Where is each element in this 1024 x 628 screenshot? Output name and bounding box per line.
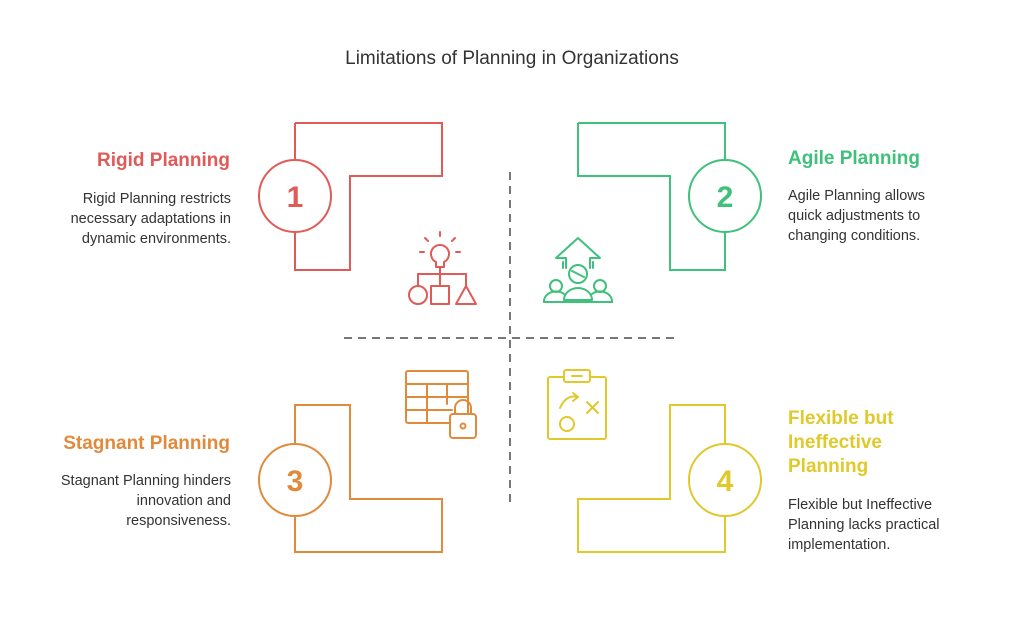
quadrant-2-frame (577, 122, 762, 271)
quadrant-4-title: Flexible but Ineffective Planning (788, 408, 894, 477)
quadrant-4-number: 4 (717, 465, 734, 498)
quadrant-1-frame (258, 122, 443, 271)
locked-table-icon (405, 370, 477, 439)
quadrant-2-number: 2 (717, 181, 734, 214)
quadrant-1-number: 1 (287, 181, 304, 214)
quadrant-2-description: Agile Planning allows quick adjustments … (788, 188, 926, 244)
quadrant-3-number: 3 (287, 465, 304, 498)
quadrant-3-frame (258, 404, 443, 553)
quadrant-4-frame (577, 404, 762, 553)
strategy-clipboard-icon (547, 369, 607, 440)
quadrant-1-title: Rigid Planning (97, 150, 230, 171)
page-title: Limitations of Planning in Organizations (345, 48, 679, 69)
quadrant-2-title: Agile Planning (788, 148, 920, 169)
quadrant-3-description: Stagnant Planning hinders innovation and… (60, 473, 231, 529)
team-growth-icon (543, 237, 613, 303)
quadrant-4-description: Flexible but Ineffective Planning lacks … (788, 497, 940, 553)
quadrant-1-description: Rigid Planning restricts necessary adapt… (70, 191, 231, 247)
hierarchy-shapes-icon (408, 231, 477, 305)
quadrant-3-title: Stagnant Planning (63, 433, 230, 454)
